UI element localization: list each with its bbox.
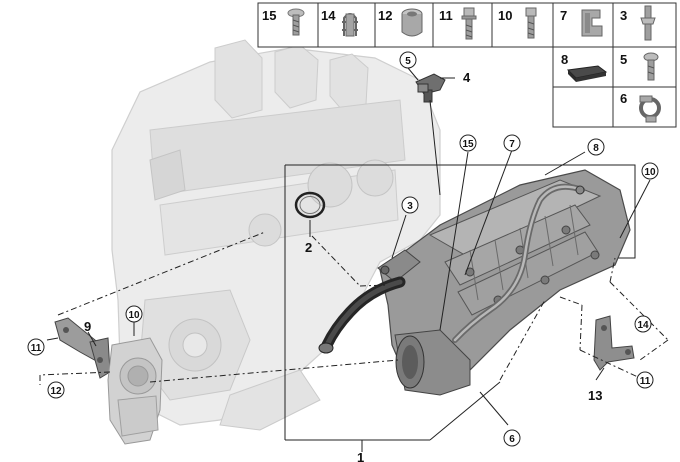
engine-block-illustration (111, 39, 441, 431)
intake-manifold-part (377, 169, 631, 396)
bolt-icon (525, 7, 537, 39)
legend-number: 7 (560, 8, 567, 23)
legend-cell-11: 11 (439, 7, 477, 40)
legend-cell-3: 3 (620, 5, 656, 41)
callout-8-circle: 8 (587, 138, 605, 156)
leader-lines (46, 67, 651, 426)
vent-hose-part (318, 276, 406, 354)
legend-cell-12: 12 (378, 8, 423, 37)
grommet-icon (401, 8, 423, 37)
legend-number: 14 (321, 8, 336, 23)
callout-1: 1 (357, 450, 364, 462)
pipe-clamp-icon (639, 95, 661, 123)
callout-2: 2 (305, 240, 312, 255)
callout-15: 15 (462, 139, 474, 150)
callout-7: 7 (509, 139, 515, 150)
callout-11b-circle: 11 (636, 371, 654, 389)
bolt-icon (287, 8, 305, 36)
legend-number: 6 (620, 91, 627, 106)
callout-11b: 11 (640, 376, 651, 387)
collar-bolt-icon (461, 7, 477, 40)
legend-cell-5: 5 (620, 52, 659, 81)
legend-number: 10 (498, 8, 512, 23)
assembly-frame (284, 164, 636, 452)
spring-clip-icon (342, 13, 358, 37)
clip-icon (581, 9, 603, 37)
callout-10a-circle: 10 (125, 305, 143, 323)
foam-pad-icon (566, 65, 608, 82)
bracket-part (54, 317, 111, 379)
legend-number: 15 (262, 8, 276, 23)
legend-number: 12 (378, 8, 392, 23)
callout-10a: 10 (128, 310, 140, 321)
legend-cell-8: 8 (561, 52, 608, 82)
callout-11a: 11 (31, 343, 42, 354)
legend-number: 5 (620, 52, 627, 67)
dashed-reference-lines (39, 231, 669, 385)
legend-cell-7: 7 (560, 8, 603, 37)
pressure-sensor-part (415, 73, 446, 103)
callout-6-circle: 6 (503, 429, 521, 447)
callout-labels: 1 2 3 4 5 6 7 8 9 10 10 (27, 51, 659, 462)
callout-3: 3 (407, 201, 413, 212)
callout-15-circle: 15 (459, 134, 477, 152)
legend-number: 8 (561, 52, 568, 67)
callout-14-circle: 14 (634, 315, 652, 333)
callout-10b: 10 (644, 167, 656, 178)
callout-13: 13 (588, 388, 602, 403)
callout-3-circle: 3 (401, 196, 419, 214)
callout-7-circle: 7 (503, 134, 521, 152)
throttle-body-part (107, 337, 163, 445)
legend-cell-15: 15 (262, 8, 305, 36)
callout-4: 4 (463, 70, 471, 85)
legend-cell-10: 10 (498, 7, 537, 39)
support-bracket-part (593, 315, 635, 371)
legend-number: 11 (439, 8, 453, 23)
screw-icon (643, 52, 659, 81)
callout-6: 6 (509, 434, 515, 445)
callout-11a-circle: 11 (27, 338, 45, 356)
vent-pipe-part (452, 183, 585, 343)
callout-14: 14 (637, 320, 649, 331)
callout-10b-circle: 10 (641, 162, 659, 180)
callout-8: 8 (593, 143, 599, 154)
callout-5-circle: 5 (399, 51, 417, 69)
callout-9: 9 (84, 319, 91, 334)
callout-12-circle: 12 (47, 381, 65, 399)
callout-12: 12 (50, 386, 62, 397)
legend-cell-14: 14 (321, 8, 358, 37)
stud-bolt-icon (640, 5, 656, 41)
callout-5: 5 (405, 56, 411, 67)
o-ring-part (294, 191, 326, 219)
legend-grid: 15 14 12 11 (257, 2, 677, 128)
legend-number: 3 (620, 8, 627, 23)
legend-cell-6: 6 (620, 91, 661, 123)
